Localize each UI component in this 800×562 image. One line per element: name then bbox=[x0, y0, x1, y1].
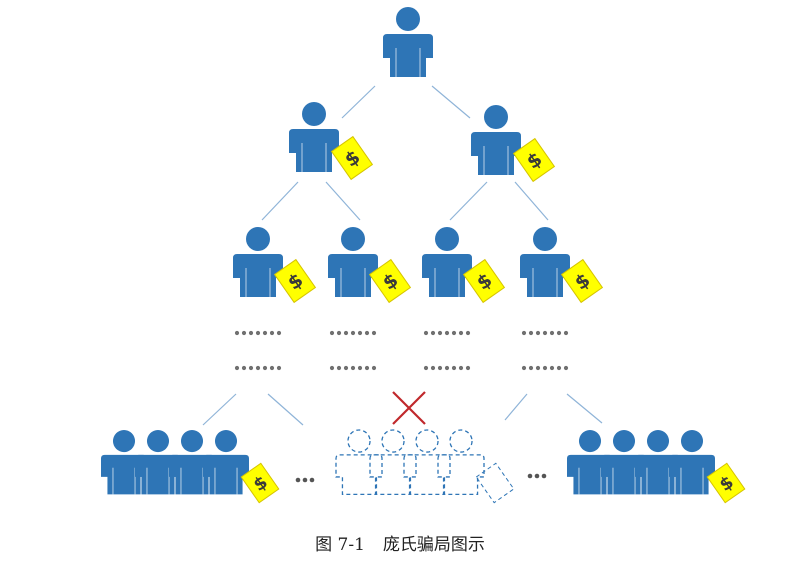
connector-line bbox=[449, 181, 488, 221]
connector-line bbox=[261, 181, 299, 221]
figure-title: 庞氏骗局图示 bbox=[382, 535, 485, 555]
dollar-ticket-icon: $ bbox=[560, 258, 604, 304]
person-icon bbox=[289, 102, 339, 172]
ellipsis-right bbox=[527, 473, 547, 479]
person-icon bbox=[437, 429, 485, 496]
person-icon bbox=[328, 227, 378, 297]
investor-group-right: $ bbox=[567, 430, 746, 504]
dotted-continuation bbox=[521, 330, 569, 336]
dollar-ticket-icon: $ bbox=[706, 462, 746, 504]
dotted-continuation bbox=[329, 365, 377, 371]
connector-line bbox=[504, 393, 528, 421]
person-icon bbox=[422, 227, 472, 297]
investor-group-left: $ bbox=[101, 430, 280, 504]
person-icon bbox=[233, 227, 283, 297]
dotted-continuation bbox=[329, 330, 377, 336]
red-cross-icon bbox=[392, 391, 426, 425]
bottom-groups: $$ bbox=[101, 391, 746, 504]
person-icon bbox=[669, 430, 715, 495]
person-icon bbox=[203, 430, 249, 495]
dotted-continuation bbox=[234, 365, 282, 371]
person-icon bbox=[403, 429, 451, 496]
dashed-ticket-icon bbox=[475, 462, 515, 504]
dollar-ticket-icon: $ bbox=[273, 258, 317, 304]
dashed-person-group-icon bbox=[335, 429, 515, 504]
person-icon bbox=[471, 105, 521, 175]
dotted-continuation bbox=[234, 330, 282, 336]
connector-lines bbox=[202, 85, 603, 426]
dollar-ticket-icon: $ bbox=[240, 462, 280, 504]
person-icon bbox=[383, 7, 433, 77]
connector-line bbox=[431, 85, 471, 119]
person-icon bbox=[335, 429, 383, 496]
connector-line bbox=[267, 393, 304, 426]
connector-line bbox=[325, 181, 361, 221]
figure-caption: 图 7-1 庞氏骗局图示 bbox=[0, 530, 800, 555]
continuation-dots bbox=[234, 330, 569, 371]
dotted-continuation bbox=[423, 330, 471, 336]
person-icon bbox=[369, 429, 417, 496]
ellipsis-left bbox=[295, 477, 315, 483]
people-layer: $ $ $ $ $ $ bbox=[233, 7, 604, 304]
connector-line bbox=[514, 181, 549, 221]
dollar-ticket-icon: $ bbox=[512, 137, 556, 183]
connector-line bbox=[566, 393, 603, 424]
dollar-ticket-icon: $ bbox=[368, 258, 412, 304]
person-icon bbox=[520, 227, 570, 297]
figure-number: 图 7-1 bbox=[315, 535, 365, 555]
connector-line bbox=[202, 393, 237, 426]
dotted-continuation bbox=[521, 365, 569, 371]
dotted-continuation bbox=[423, 365, 471, 371]
dollar-ticket-icon: $ bbox=[330, 135, 374, 181]
connector-line bbox=[341, 85, 376, 119]
dollar-ticket-icon: $ bbox=[462, 258, 506, 304]
